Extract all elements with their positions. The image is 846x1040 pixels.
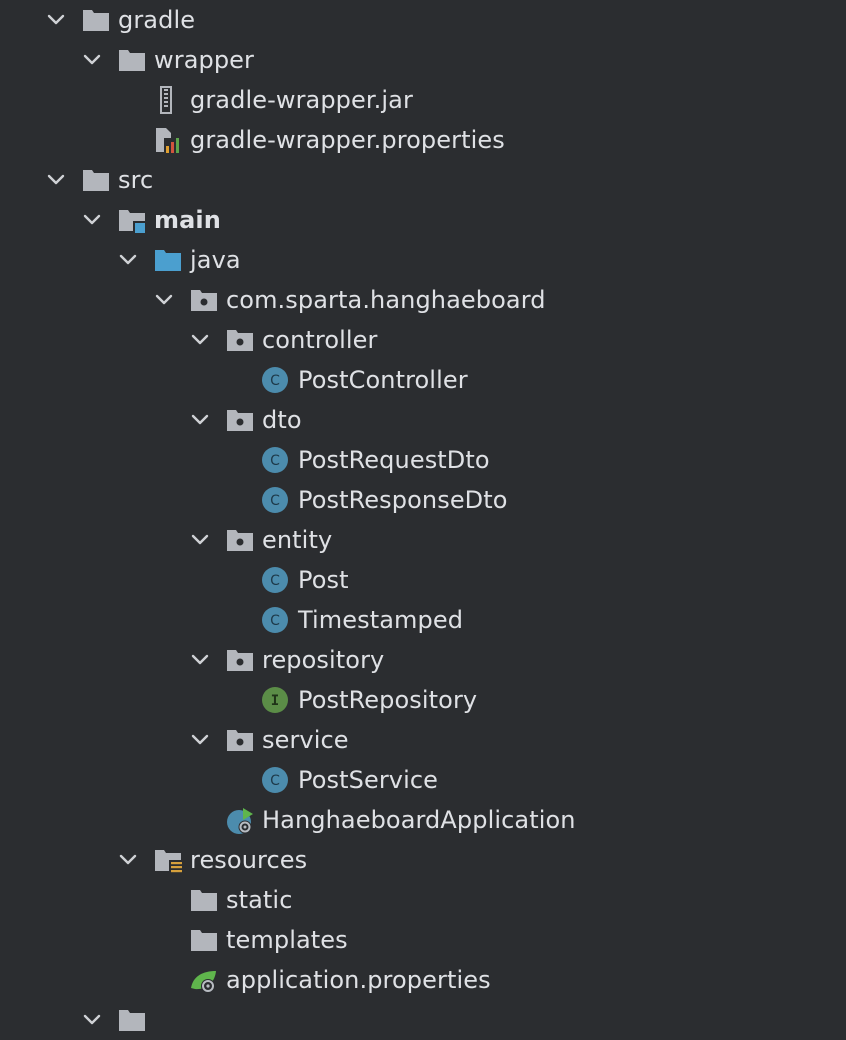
- tree-node-label: resources: [190, 846, 308, 874]
- source-folder-icon: [153, 246, 183, 274]
- chevron-down-icon[interactable]: [46, 10, 66, 30]
- tree-node-label: src: [118, 166, 154, 194]
- class-icon: C: [261, 366, 291, 394]
- package-icon: [225, 726, 255, 754]
- tree-node-label: main: [154, 206, 221, 234]
- spring-boot-app-icon: [225, 806, 255, 834]
- folder-icon: [189, 886, 219, 914]
- tree-node[interactable]: controller: [0, 320, 846, 360]
- tree-node[interactable]: C PostService: [0, 760, 846, 800]
- tree-node[interactable]: C PostResponseDto: [0, 480, 846, 520]
- tree-node[interactable]: java: [0, 240, 846, 280]
- chevron-down-icon[interactable]: [82, 50, 102, 70]
- class-icon: C: [261, 486, 291, 514]
- tree-node[interactable]: main: [0, 200, 846, 240]
- svg-text:I: I: [271, 693, 279, 709]
- chevron-down-icon[interactable]: [190, 330, 210, 350]
- tree-node[interactable]: C PostRequestDto: [0, 440, 846, 480]
- tree-node-label: PostRequestDto: [298, 446, 490, 474]
- tree-node-label: PostResponseDto: [298, 486, 508, 514]
- svg-text:C: C: [270, 493, 280, 509]
- chevron-down-icon[interactable]: [190, 410, 210, 430]
- chevron-down-icon[interactable]: [46, 170, 66, 190]
- chevron-down-icon[interactable]: [190, 530, 210, 550]
- chevron-down-icon[interactable]: [118, 250, 138, 270]
- tree-node[interactable]: gradle-wrapper.jar: [0, 80, 846, 120]
- folder-icon: [117, 46, 147, 74]
- tree-node[interactable]: wrapper: [0, 40, 846, 80]
- class-icon: C: [261, 566, 291, 594]
- chevron-down-icon[interactable]: [82, 1010, 102, 1030]
- folder-icon: [189, 926, 219, 954]
- chevron-down-icon[interactable]: [82, 210, 102, 230]
- tree-node-label: PostController: [298, 366, 468, 394]
- tree-node-label: application.properties: [226, 966, 491, 994]
- tree-node-label: dto: [262, 406, 302, 434]
- tree-node[interactable]: src: [0, 160, 846, 200]
- tree-node-label: static: [226, 886, 293, 914]
- tree-node[interactable]: C Timestamped: [0, 600, 846, 640]
- tree-node[interactable]: C PostController: [0, 360, 846, 400]
- chevron-down-icon[interactable]: [154, 290, 174, 310]
- class-icon: C: [261, 606, 291, 634]
- tree-node[interactable]: resources: [0, 840, 846, 880]
- tree-node[interactable]: service: [0, 720, 846, 760]
- tree-node[interactable]: templates: [0, 920, 846, 960]
- folder-icon: [81, 6, 111, 34]
- tree-node[interactable]: com.sparta.hanghaeboard: [0, 280, 846, 320]
- tree-node-label: PostService: [298, 766, 439, 794]
- class-icon: C: [261, 446, 291, 474]
- folder-icon: [117, 1006, 147, 1034]
- tree-node[interactable]: static: [0, 880, 846, 920]
- tree-node[interactable]: entity: [0, 520, 846, 560]
- tree-node[interactable]: HanghaeboardApplication: [0, 800, 846, 840]
- tree-node[interactable]: gradle: [0, 0, 846, 40]
- tree-node[interactable]: gradle-wrapper.properties: [0, 120, 846, 160]
- tree-node-label: HanghaeboardApplication: [262, 806, 576, 834]
- svg-text:C: C: [270, 773, 280, 789]
- svg-text:C: C: [270, 573, 280, 589]
- package-icon: [225, 326, 255, 354]
- tree-node[interactable]: I PostRepository: [0, 680, 846, 720]
- tree-node-label: Post: [298, 566, 349, 594]
- tree-node-label: gradle-wrapper.properties: [190, 126, 505, 154]
- chevron-down-icon[interactable]: [190, 650, 210, 670]
- tree-node[interactable]: dto: [0, 400, 846, 440]
- svg-text:C: C: [270, 453, 280, 469]
- tree-node-label: templates: [226, 926, 348, 954]
- tree-node-label: java: [190, 246, 241, 274]
- tree-node-label: service: [262, 726, 349, 754]
- spring-properties-icon: [189, 966, 219, 994]
- tree-node-label: entity: [262, 526, 333, 554]
- class-icon: C: [261, 766, 291, 794]
- tree-node-label: controller: [262, 326, 378, 354]
- tree-node-label: com.sparta.hanghaeboard: [226, 286, 546, 314]
- tree-node-label: wrapper: [154, 46, 255, 74]
- resources-folder-icon: [153, 846, 183, 874]
- chevron-down-icon[interactable]: [118, 850, 138, 870]
- tree-node[interactable]: [0, 1000, 846, 1040]
- tree-node[interactable]: application.properties: [0, 960, 846, 1000]
- module-folder-icon: [117, 206, 147, 234]
- package-icon: [225, 406, 255, 434]
- tree-node[interactable]: repository: [0, 640, 846, 680]
- folder-icon: [81, 166, 111, 194]
- tree-node-label: Timestamped: [298, 606, 464, 634]
- package-icon: [225, 526, 255, 554]
- package-icon: [225, 646, 255, 674]
- tree-node-label: gradle: [118, 6, 196, 34]
- tree-node-label: gradle-wrapper.jar: [190, 86, 413, 114]
- svg-text:C: C: [270, 373, 280, 389]
- chevron-down-icon[interactable]: [190, 730, 210, 750]
- interface-icon: I: [261, 686, 291, 714]
- jar-icon: [153, 86, 183, 114]
- svg-text:C: C: [270, 613, 280, 629]
- tree-node-label: PostRepository: [298, 686, 478, 714]
- tree-node-label: repository: [262, 646, 385, 674]
- package-icon: [189, 286, 219, 314]
- properties-icon: [153, 126, 183, 154]
- tree-node[interactable]: C Post: [0, 560, 846, 600]
